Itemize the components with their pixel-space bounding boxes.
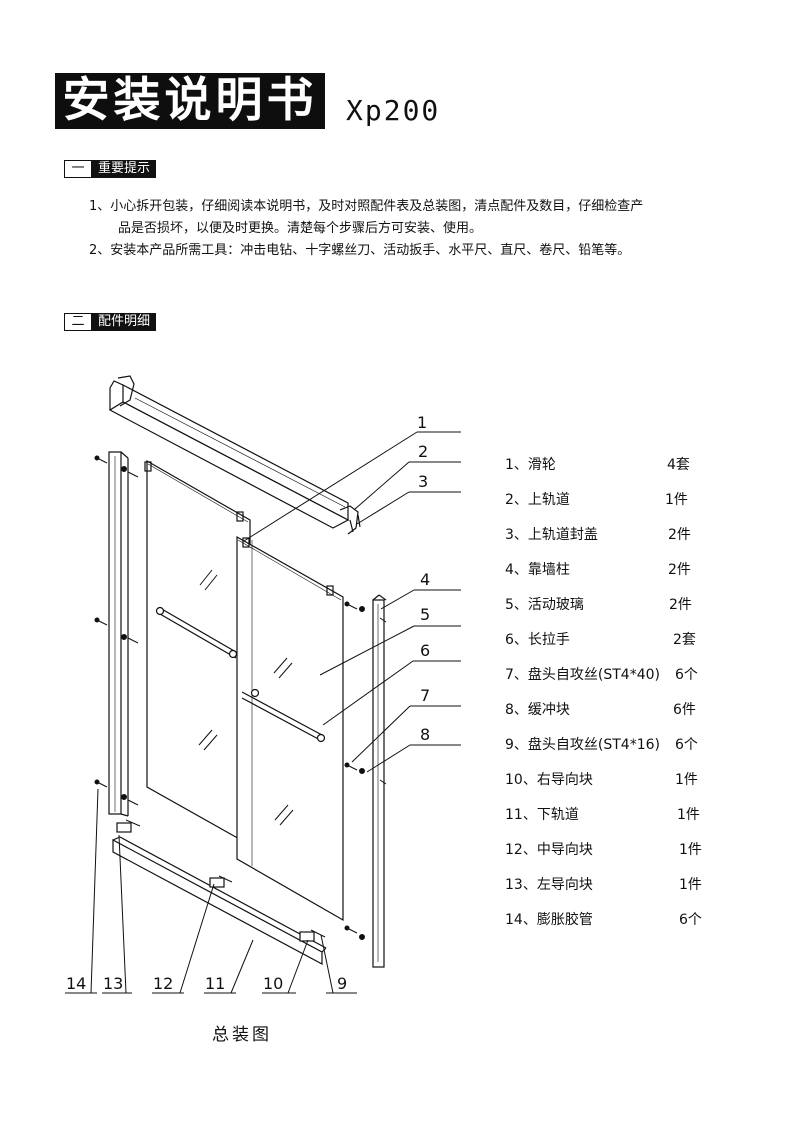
parts-row: 12、中导向块 1件: [505, 839, 765, 861]
right-wall-profile-drawing: [372, 594, 387, 968]
part-qty: 1件: [675, 772, 698, 788]
guide-block-drawing: [116, 822, 315, 942]
part-name: 3、上轨道封盖: [505, 527, 598, 543]
callout-10: 10: [263, 974, 283, 993]
part-name: 12、中导向块: [505, 842, 593, 858]
part-qty: 6个: [679, 912, 702, 928]
parts-row: 7、盘头自攻丝(ST4*40) 6个: [505, 664, 765, 686]
note-item: 1、小心拆开包装，仔细阅读本说明书，及时对照配件表及总装图，清点配件及数目，仔细…: [89, 199, 644, 214]
diagram-caption: 总装图: [212, 1025, 272, 1045]
part-name: 2、上轨道: [505, 492, 570, 508]
part-qty: 1件: [665, 492, 688, 508]
part-qty: 1件: [677, 807, 700, 823]
screw-set-drawing: [94, 455, 387, 940]
document-title: 安装说明书: [55, 73, 325, 129]
part-name: 7、盘头自攻丝(ST4*40): [505, 667, 660, 683]
part-name: 11、下轨道: [505, 807, 579, 823]
parts-row: 11、下轨道 1件: [505, 804, 765, 826]
callout-9: 9: [337, 974, 347, 993]
parts-row: 2、上轨道 1件: [505, 489, 765, 511]
part-qty: 1件: [679, 877, 702, 893]
callout-1: 1: [417, 413, 427, 432]
parts-row: 3、上轨道封盖 2件: [505, 524, 765, 546]
callout-11: 11: [205, 974, 225, 993]
bottom-rail-drawing: [112, 836, 327, 966]
callout-8: 8: [420, 725, 430, 744]
callout-3: 3: [418, 472, 428, 491]
parts-row: 14、膨胀胶管 6个: [505, 909, 765, 931]
callout-7: 7: [420, 686, 430, 705]
part-name: 6、长拉手: [505, 632, 570, 648]
handle-drawing: [155, 606, 326, 743]
notes-list: 1、小心拆开包装，仔细阅读本说明书，及时对照配件表及总装图，清点配件及数目，仔细…: [89, 196, 643, 262]
parts-row: 6、长拉手 2套: [505, 629, 765, 651]
part-qty: 1件: [679, 842, 702, 858]
callout-5: 5: [420, 605, 430, 624]
section-header-parts: 二 配件明细: [64, 313, 157, 331]
section-label: 配件明细: [92, 313, 157, 331]
section-number: 二: [64, 313, 92, 331]
part-name: 8、缓冲块: [505, 702, 570, 718]
glass-reflection-marks: [198, 569, 294, 826]
parts-row: 13、左导向块 1件: [505, 874, 765, 896]
parts-row: 10、右导向块 1件: [505, 769, 765, 791]
part-name: 10、右导向块: [505, 772, 593, 788]
part-name: 1、滑轮: [505, 457, 556, 473]
part-qty: 2件: [668, 562, 691, 578]
model-number: Xp200: [346, 94, 441, 127]
part-name: 4、靠墙柱: [505, 562, 570, 578]
note-item-continued: 品是否损坏，以便及时更换。清楚每个步骤后方可安装、使用。: [118, 221, 483, 236]
top-rail-drawing: [108, 375, 361, 535]
part-qty: 6个: [675, 667, 698, 683]
callout-14: 14: [66, 974, 86, 993]
part-qty: 6件: [673, 702, 696, 718]
section-number: 一: [64, 160, 92, 178]
left-wall-profile-drawing: [108, 451, 129, 817]
part-name: 9、盘头自攻丝(ST4*16): [505, 737, 660, 753]
part-name: 13、左导向块: [505, 877, 593, 893]
part-name: 5、活动玻璃: [505, 597, 584, 613]
callout-13: 13: [103, 974, 123, 993]
parts-row: 9、盘头自攻丝(ST4*16) 6个: [505, 734, 765, 756]
part-qty: 2件: [668, 527, 691, 543]
callout-leader-lines: [65, 431, 461, 994]
callout-6: 6: [420, 641, 430, 660]
part-qty: 2件: [669, 597, 692, 613]
parts-row: 4、靠墙柱 2件: [505, 559, 765, 581]
section-label: 重要提示: [92, 160, 157, 178]
section-header-notes: 一 重要提示: [64, 160, 157, 178]
part-qty: 2套: [673, 632, 696, 648]
note-item: 2、安装本产品所需工具：冲击电钻、十字螺丝刀、活动扳手、水平尺、直尺、卷尺、铅笔…: [89, 243, 631, 258]
callout-2: 2: [418, 442, 428, 461]
parts-row: 5、活动玻璃 2件: [505, 594, 765, 616]
part-qty: 6个: [675, 737, 698, 753]
parts-row: 8、缓冲块 6件: [505, 699, 765, 721]
callout-4: 4: [420, 570, 430, 589]
part-qty: 4套: [667, 457, 690, 473]
parts-row: 1、滑轮 4套: [505, 454, 765, 476]
callout-12: 12: [153, 974, 173, 993]
roller-drawing: [144, 461, 334, 596]
part-name: 14、膨胀胶管: [505, 912, 593, 928]
